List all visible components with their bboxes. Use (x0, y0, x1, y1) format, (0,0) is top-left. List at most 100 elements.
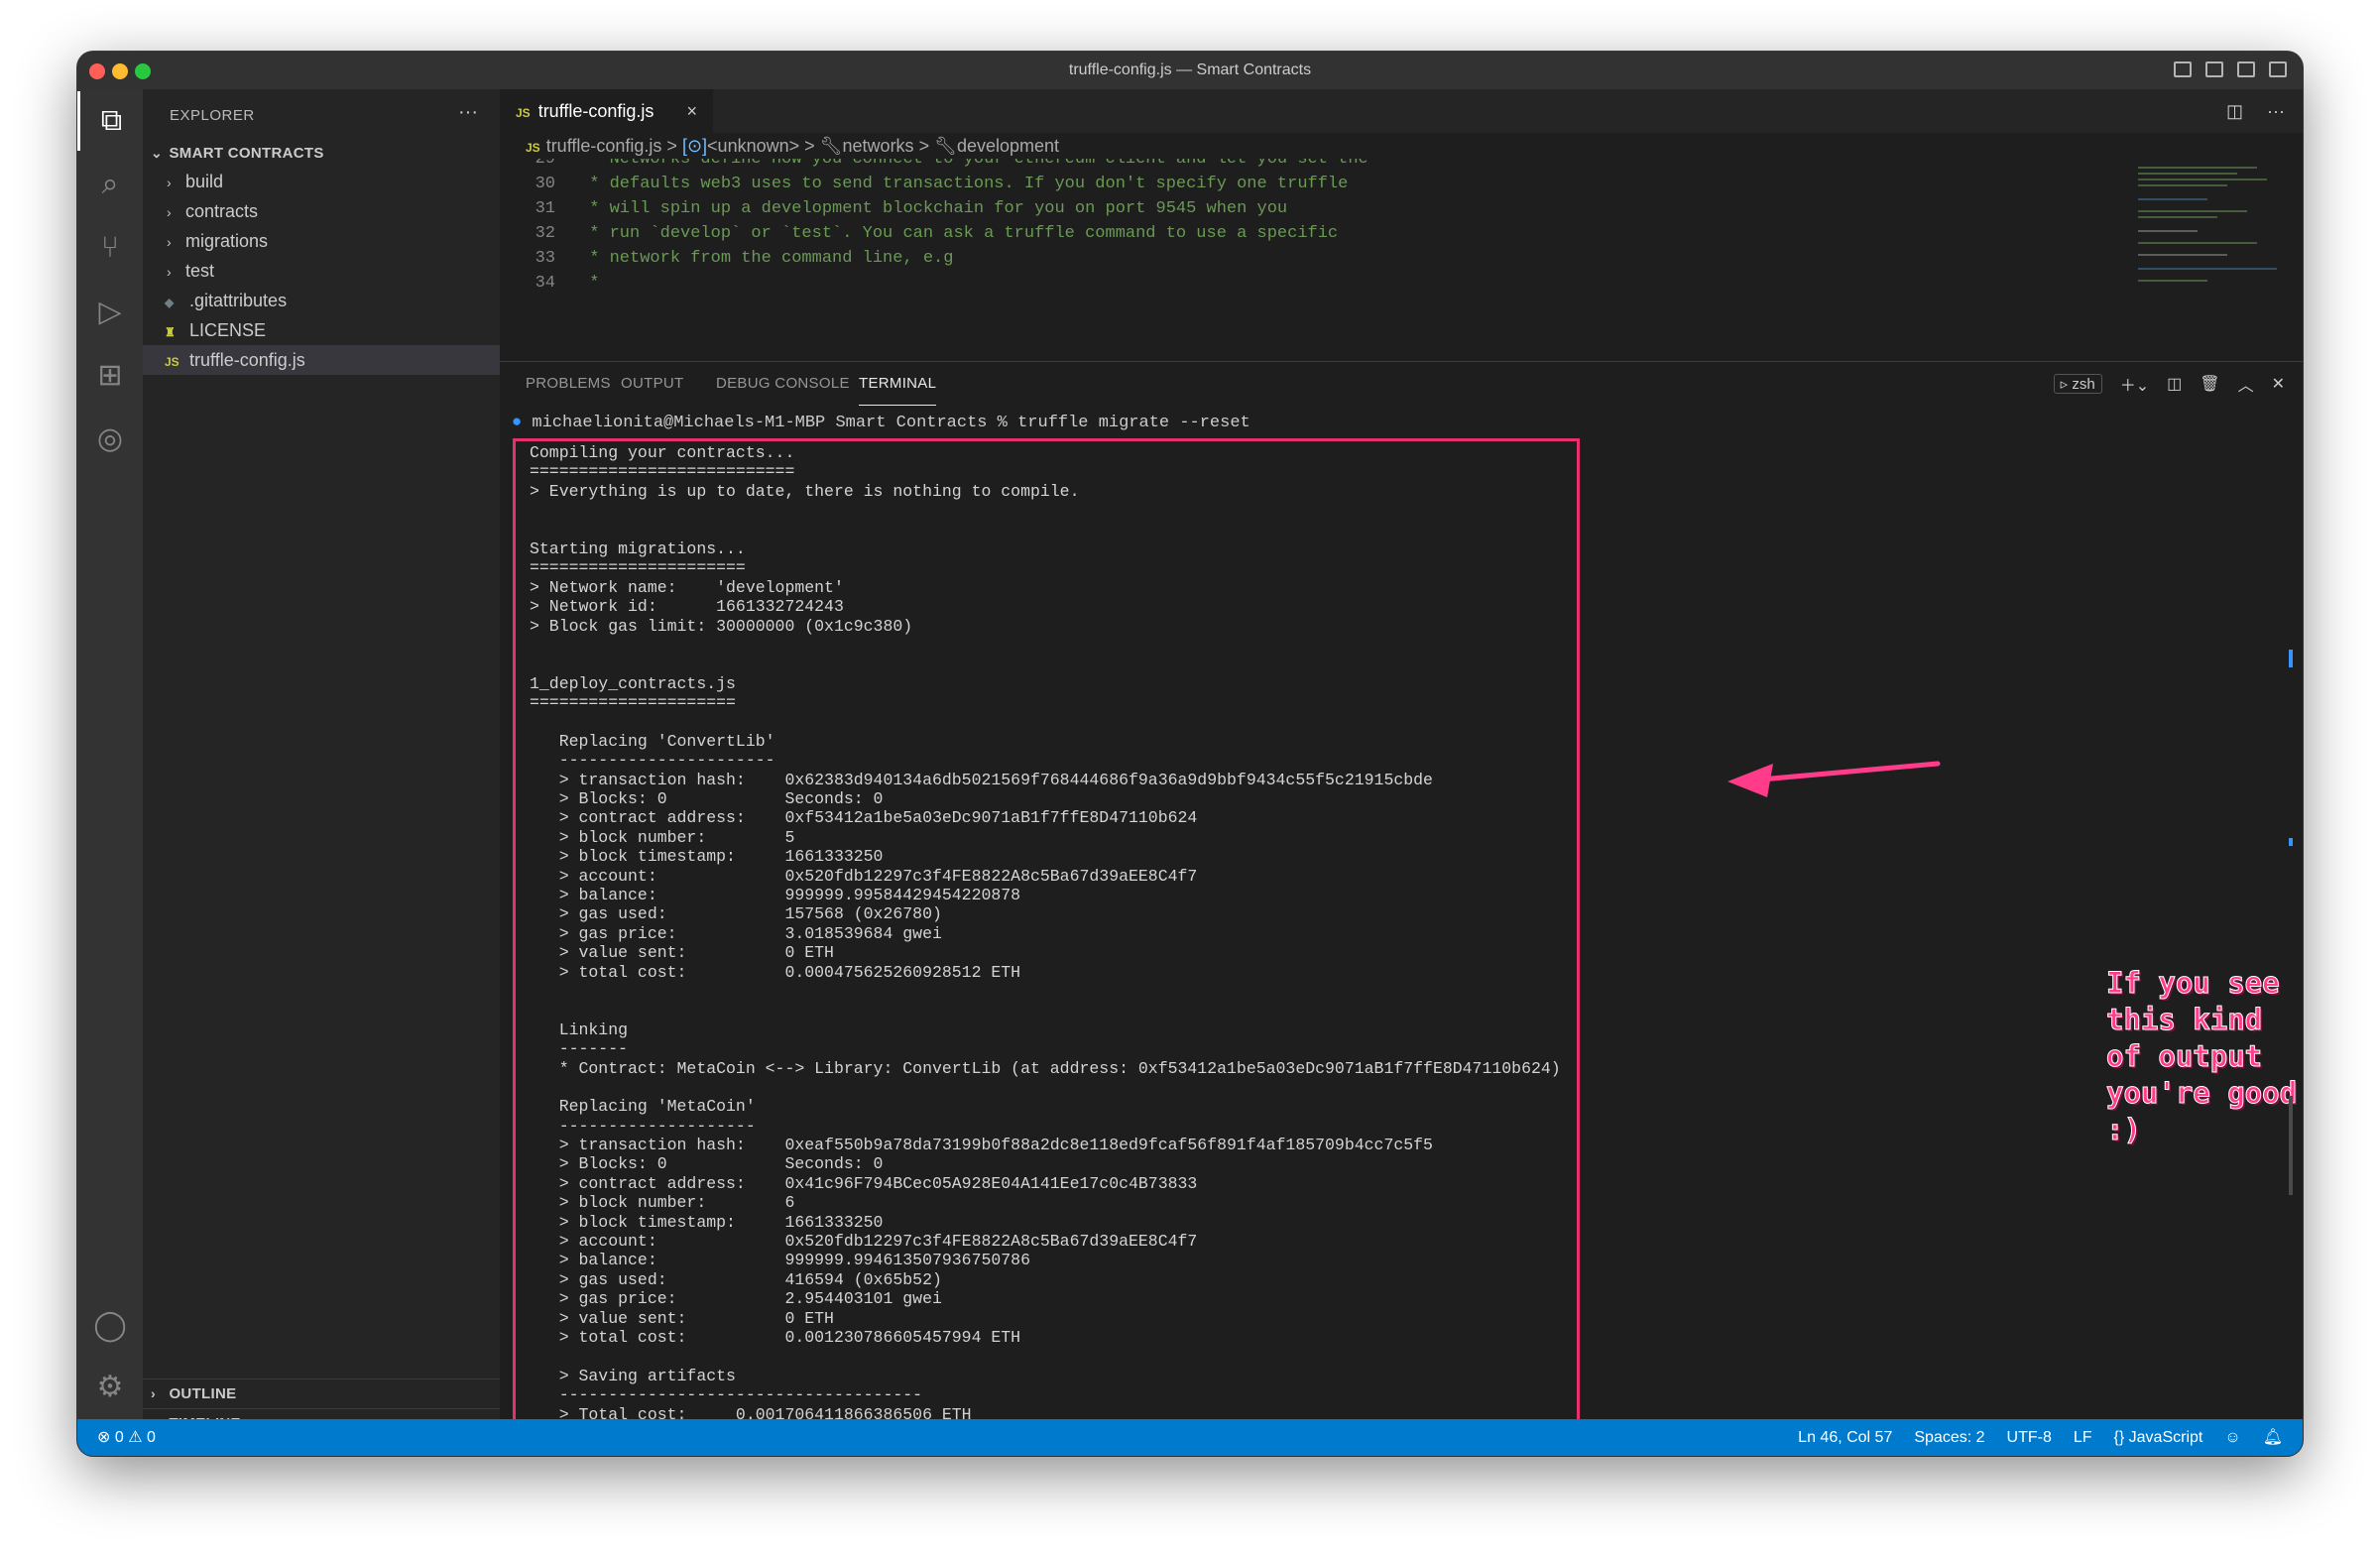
terminal-line: Compiling your contracts... (530, 443, 795, 462)
terminal-line: > contract address: 0xf53412a1be5a03eDc9… (530, 808, 1198, 828)
terminal-line (530, 1001, 1561, 1019)
wrench-icon: 🔧︎ (819, 136, 843, 156)
terminal-line: > Saving artifacts (530, 1366, 736, 1385)
tree-item-contracts[interactable]: › contracts (143, 196, 500, 226)
code-editor[interactable]: 29 * Networks define how you connect to … (535, 159, 1368, 293)
js-file-icon: JS (516, 106, 531, 120)
terminal-line: > block number: 5 (530, 827, 795, 847)
chevron-right-icon: › (167, 234, 172, 250)
close-window-button[interactable] (89, 63, 105, 79)
account-icon[interactable]: ◯ (93, 1308, 127, 1342)
more-actions-icon[interactable]: ··· (458, 101, 478, 123)
terminal-prompt: ● michaelionita@Michaels-M1-MBP Smart Co… (512, 414, 1250, 432)
terminal-line: > balance: 999999.994613507936750786 (530, 1251, 1030, 1270)
terminal-line: -------------------- (530, 1116, 756, 1136)
wrench-icon: 🔧︎ (934, 136, 957, 156)
terminal-line: > Network id: 1661332724243 (530, 597, 844, 617)
terminal-scrollbar[interactable] (2289, 1096, 2293, 1195)
terminal-line (530, 982, 1561, 1001)
scrollbar-marker (2289, 838, 2293, 846)
run-debug-icon[interactable]: ▷ (98, 295, 122, 328)
new-terminal-icon[interactable]: ＋⌄ (2119, 378, 2150, 395)
notifications-bell-icon[interactable]: 🔔︎ (2262, 1429, 2283, 1446)
toggle-sidebar-icon[interactable] (2174, 61, 2192, 77)
terminal-line: 1_deploy_contracts.js (530, 673, 736, 693)
problems-status[interactable]: ⊗ 0 ⚠ 0 (97, 1429, 156, 1446)
close-panel-icon[interactable]: ✕ (2271, 376, 2285, 393)
terminal-line: > Block gas limit: 30000000 (0x1c9c380) (530, 616, 913, 636)
terminal-line: > block timestamp: 1661333250 (530, 1212, 884, 1232)
close-tab-icon[interactable]: × (686, 101, 697, 121)
terminal-line: ===================== (530, 693, 736, 713)
explorer-icon[interactable]: ⧉ (77, 91, 143, 151)
git-file-icon: ◆ (165, 296, 175, 309)
tree-item-build[interactable]: › build (143, 167, 500, 196)
terminal-line: > block timestamp: 1661333250 (530, 847, 884, 867)
arrow-annotation (1727, 761, 1941, 797)
status-bar: ⊗ 0 ⚠ 0 Ln 46, Col 57 Spaces: 2 UTF-8 LF… (77, 1419, 2303, 1456)
toggle-panel-icon[interactable] (2205, 61, 2223, 77)
tree-item-test[interactable]: › test (143, 256, 500, 286)
terminal-line: > value sent: 0 ETH (530, 943, 834, 963)
terminal-line: > contract address: 0x41c96F794BCec05A92… (530, 1173, 1198, 1193)
encoding[interactable]: UTF-8 (2006, 1429, 2052, 1446)
customize-layout-icon[interactable] (2269, 61, 2287, 77)
terminal-line (530, 636, 1561, 655)
object-icon: [⊙] (681, 136, 708, 156)
minimize-window-button[interactable] (112, 63, 128, 79)
tab-terminal[interactable]: TERMINAL (859, 362, 937, 406)
license-file-icon: ♜ (165, 325, 176, 339)
settings-gear-icon[interactable]: ⚙ (96, 1370, 124, 1403)
terminal-line (530, 1078, 1561, 1097)
breadcrumb-development[interactable]: development (956, 136, 1060, 156)
sidebar-title: EXPLORER (170, 107, 255, 124)
terminal-line (530, 521, 1561, 539)
annotation-text: If you see this kind of output you're go… (2106, 966, 2298, 1147)
remote-icon[interactable]: ◎ (96, 421, 124, 455)
cursor-position[interactable]: Ln 46, Col 57 (1798, 1429, 1893, 1446)
tree-item-migrations[interactable]: › migrations (143, 226, 500, 256)
tree-item-license[interactable]: ♜ LICENSE (143, 315, 500, 345)
toggle-secondary-sidebar-icon[interactable] (2237, 61, 2255, 77)
search-icon[interactable]: ⌕ (101, 168, 119, 200)
terminal-line: > Total cost: 0.001706411866386506 ETH (530, 1404, 972, 1424)
split-terminal-icon[interactable]: ◫ (2167, 376, 2183, 393)
indentation[interactable]: Spaces: 2 (1914, 1429, 1985, 1446)
terminal-line: ------------------------------------- (530, 1385, 923, 1405)
split-editor-icon[interactable]: ◫ (2226, 101, 2244, 121)
tab-problems[interactable]: PROBLEMS (526, 375, 611, 392)
terminal-line: > total cost: 0.001230786605457994 ETH (530, 1327, 1021, 1347)
terminal-line: > account: 0x520fdb12297c3f4FE8822A8c5Ba… (530, 866, 1198, 886)
tree-item-gitattributes[interactable]: ◆ .gitattributes (143, 286, 500, 315)
terminal-line: > block number: 6 (530, 1193, 795, 1213)
title-bar: truffle-config.js — Smart Contracts (77, 52, 2303, 90)
terminal[interactable]: ● michaelionita@Michaels-M1-MBP Smart Co… (500, 406, 2303, 1456)
language-mode[interactable]: {} JavaScript (2113, 1429, 2203, 1446)
terminal-line: * Contract: MetaCoin <--> Library: Conve… (530, 1058, 1561, 1078)
minimap[interactable] (2128, 159, 2287, 293)
source-control-icon[interactable]: ⑂ (101, 231, 119, 264)
terminal-output: Compiling your contracts...=============… (530, 443, 1561, 1456)
terminal-line: =========================== (530, 462, 795, 482)
extensions-icon[interactable]: ⊞ (97, 358, 123, 392)
terminal-line: Replacing 'ConvertLib' (530, 731, 775, 751)
end-of-line[interactable]: LF (2073, 1429, 2092, 1446)
terminal-line (530, 501, 1561, 520)
maximize-window-button[interactable] (135, 63, 151, 79)
breadcrumb-networks[interactable]: networks (842, 136, 914, 156)
tab-output[interactable]: OUTPUT (621, 375, 684, 392)
maximize-panel-icon[interactable]: ︿ (2237, 378, 2254, 395)
workspace-section-header[interactable]: ⌄ SMART CONTRACTS (151, 145, 324, 162)
more-actions-icon[interactable]: ··· (2267, 101, 2285, 121)
feedback-icon[interactable]: ☺ (2224, 1429, 2241, 1446)
tree-item-truffle-config[interactable]: JS truffle-config.js (143, 345, 500, 375)
terminal-line (530, 712, 1561, 731)
outline-section[interactable]: › OUTLINE (143, 1378, 500, 1409)
terminal-line: > gas price: 2.954403101 gwei (530, 1289, 942, 1309)
breadcrumb-unknown[interactable]: <unknown> (707, 136, 800, 156)
breadcrumb-file[interactable]: truffle-config.js (545, 136, 662, 156)
terminal-shell-selector[interactable]: ▹ zsh (2053, 374, 2102, 394)
tab-debug-console[interactable]: DEBUG CONSOLE (716, 375, 850, 392)
trash-icon[interactable]: 🗑︎ (2200, 376, 2220, 393)
